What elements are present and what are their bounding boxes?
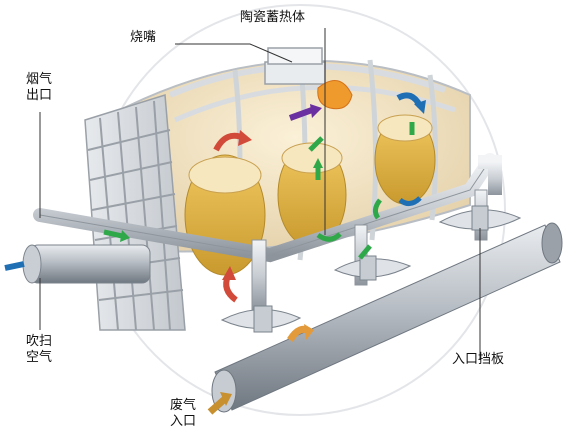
flame	[317, 80, 353, 110]
riser-left	[251, 239, 267, 311]
label-ceramic: 陶瓷蓄热体	[240, 10, 306, 25]
damper-left	[220, 305, 302, 333]
arrow-green-mid-3	[316, 232, 342, 242]
ceramic-bed-right	[374, 114, 436, 205]
purge-pipe	[22, 244, 151, 284]
damper-right	[438, 205, 522, 231]
leader-burner	[175, 43, 293, 63]
arrow-green-right-3	[358, 244, 372, 260]
arrow-purge-in	[4, 261, 25, 271]
label-burner: 烧嘴	[130, 30, 157, 45]
end-frame	[84, 94, 186, 331]
burner-box	[264, 61, 326, 85]
label-purge-air: 吹扫 空气	[26, 334, 53, 365]
arrow-flue-1	[103, 229, 123, 239]
label-inlet-damper: 入口挡板	[452, 352, 505, 367]
flow-arrows	[4, 92, 426, 415]
arrow-purple	[288, 107, 314, 121]
label-exhaust-inlet: 废气 入口	[170, 398, 197, 429]
arrow-exhaust-in	[207, 395, 229, 415]
callout-lines	[39, 28, 481, 360]
arrow-green-right-1	[372, 198, 383, 220]
damper-middle	[333, 255, 412, 281]
label-flue-outlet: 烟气 出口	[26, 72, 53, 103]
arrow-green-mid-1	[308, 136, 324, 152]
ceramic-bed-middle	[277, 142, 347, 248]
arrow-blue-right	[398, 196, 422, 206]
